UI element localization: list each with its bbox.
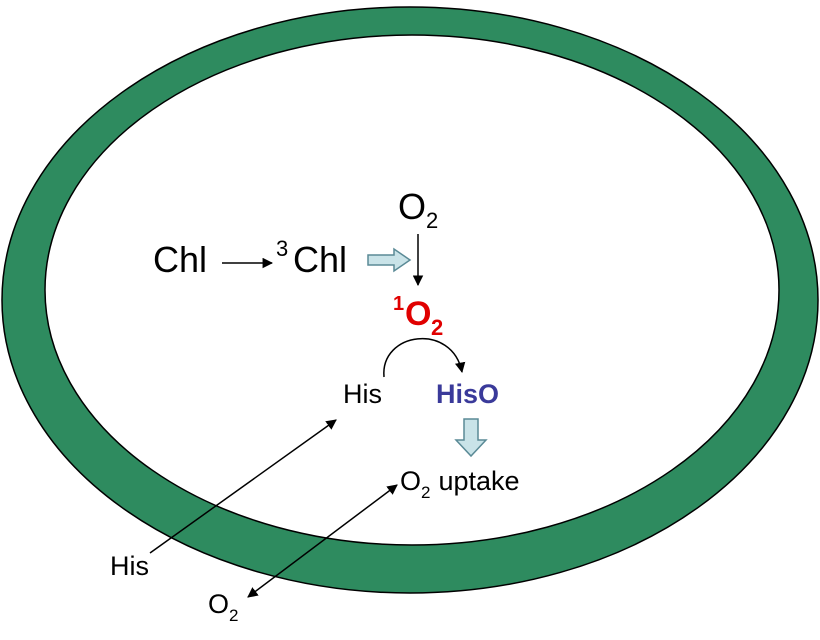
oxygen-uptake-subscript: 2	[421, 483, 430, 502]
oxygen-uptake-o: O	[400, 466, 421, 496]
histidine-oxide-label: HisO	[436, 379, 499, 409]
oxygen-exchange-arrow	[247, 484, 398, 598]
singlet-oxygen-subscript: 2	[431, 315, 443, 340]
histidine-outside-label: His	[110, 551, 149, 581]
triplet-chl-superscript: 3	[276, 236, 288, 261]
histidine-import-arrow	[149, 419, 337, 554]
chl-label: Chl	[153, 239, 207, 280]
triplet-chl-label: Chl	[293, 239, 347, 280]
singlet-oxygen-superscript: 1	[393, 293, 404, 315]
histidine-inside-label: His	[343, 379, 382, 409]
singlet-oxygen-label: O	[405, 295, 431, 333]
oxygen-outside-subscript: 2	[229, 606, 238, 625]
oxygen-outside-label: O	[208, 589, 229, 619]
membrane-inner	[44, 34, 780, 546]
oxygen-inside-label: O	[398, 186, 426, 227]
oxygen-inside-subscript: 2	[426, 208, 438, 233]
oxygen-uptake-text: uptake	[431, 466, 520, 496]
energy-transfer-block-arrow	[367, 247, 412, 273]
cell-membrane	[1, 6, 819, 594]
uptake-block-arrow	[454, 418, 488, 458]
oxidation-curved-arrow	[383, 337, 466, 378]
